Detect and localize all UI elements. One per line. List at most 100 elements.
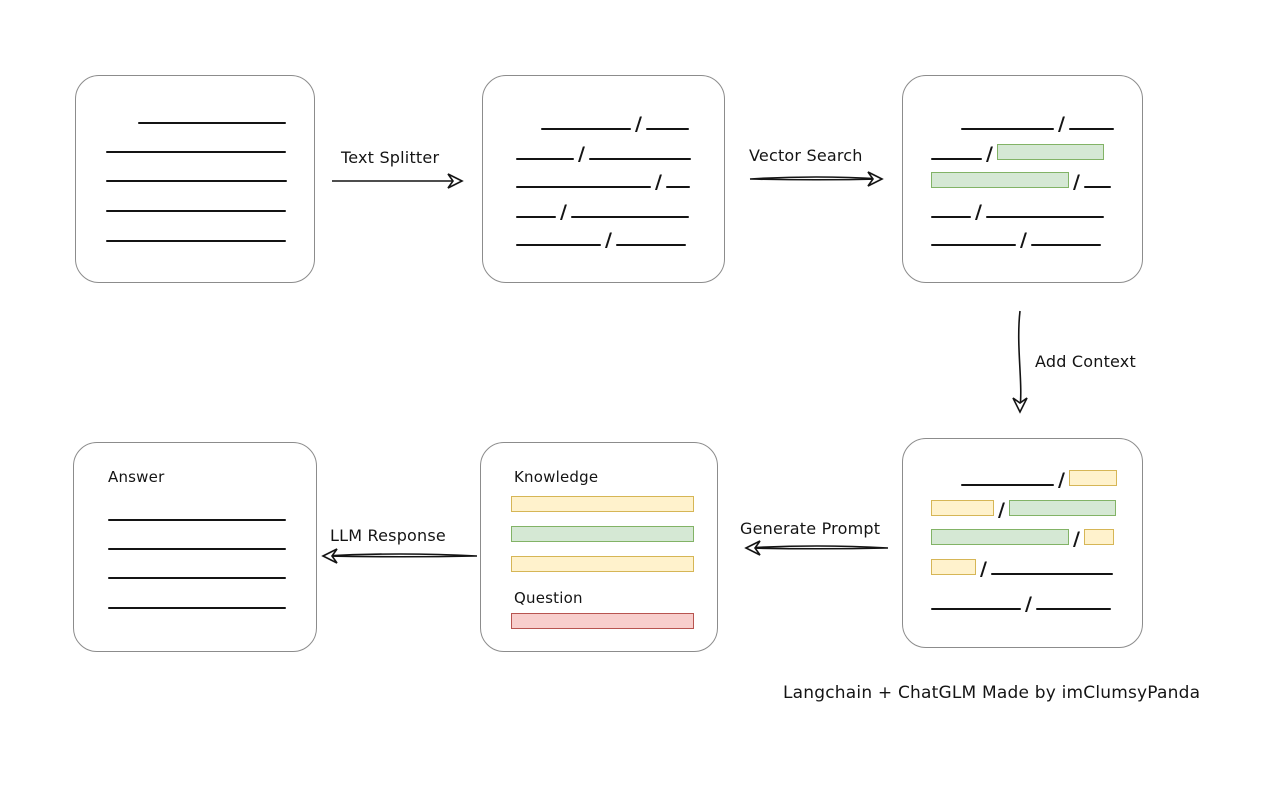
text-line-segment — [516, 244, 601, 246]
text-line-segment — [588, 158, 691, 160]
text-line-row: / — [961, 112, 1114, 134]
chunk-bar-red — [511, 613, 694, 629]
label-llm-response: LLM Response — [330, 526, 446, 545]
arrow-generate-prompt — [744, 540, 889, 556]
text-line-row — [108, 532, 286, 550]
text-line-segment — [108, 548, 286, 550]
chunk-bar-yellow — [931, 559, 976, 575]
slash-separator: / — [578, 143, 585, 165]
label-add-context: Add Context — [1035, 352, 1136, 371]
text-line-segment — [106, 240, 286, 242]
slash-separator: / — [1058, 113, 1065, 135]
text-line-row: / — [931, 527, 1114, 549]
arrow-body-add-context — [1017, 310, 1022, 409]
chunk-bar-green — [511, 526, 694, 542]
slash-separator: / — [1025, 593, 1032, 615]
text-line-segment — [961, 484, 1054, 486]
slash-separator: / — [1020, 229, 1027, 251]
slash-separator: / — [986, 143, 993, 165]
arrow-vector-search — [749, 171, 884, 187]
label-vector-search: Vector Search — [749, 146, 863, 165]
arrowhead-icon — [744, 540, 761, 556]
text-line-row: / — [931, 557, 1113, 579]
chunk-bar-green — [931, 529, 1069, 545]
arrow-text-splitter — [332, 173, 464, 189]
text-line-row: / — [516, 142, 691, 164]
chunk-bar-green — [931, 172, 1069, 188]
node-answer: Answer — [73, 442, 317, 652]
text-line-segment — [108, 607, 286, 609]
text-line-row: Knowledge — [514, 468, 598, 486]
text-line-row — [138, 106, 286, 124]
text-line-segment — [541, 128, 631, 130]
text-line-row: Question — [514, 589, 583, 607]
chunk-bar-yellow — [1083, 529, 1114, 545]
arrow-body-generate-prompt — [745, 545, 889, 550]
text-line-row: Answer — [108, 468, 164, 486]
slash-separator: / — [998, 499, 1005, 521]
text-line-row — [511, 524, 694, 542]
slash-separator: / — [1073, 528, 1080, 550]
text-line-row — [511, 611, 694, 629]
text-line-row: / — [516, 200, 689, 222]
node-vector-search-results: / / / / / — [902, 75, 1143, 283]
chunk-bar-yellow — [511, 496, 694, 512]
arrowhead-icon — [1012, 397, 1028, 414]
slash-separator: / — [560, 201, 567, 223]
chunk-bar-yellow — [1068, 470, 1117, 486]
text-line-row: / — [931, 498, 1116, 520]
text-line-segment — [615, 244, 686, 246]
arrowhead-icon — [867, 171, 884, 187]
arrow-body-vector-search — [749, 176, 883, 181]
node-split-chunks: / / / / / — [482, 75, 725, 283]
text-line-row: / — [961, 468, 1117, 490]
chunk-bar-yellow — [511, 556, 694, 572]
text-line-row — [106, 135, 286, 153]
text-line-segment — [1030, 244, 1101, 246]
text-line-row — [511, 554, 694, 572]
text-line-row — [511, 494, 694, 512]
text-line-row: / — [931, 170, 1111, 192]
chunk-bar-green — [996, 144, 1104, 160]
text-line-segment — [516, 158, 574, 160]
node-source-document — [75, 75, 315, 283]
text-line-segment — [990, 573, 1113, 575]
text-line-segment — [931, 158, 982, 160]
text-line-segment — [931, 216, 971, 218]
text-line-segment — [570, 216, 689, 218]
text-line-segment — [106, 151, 286, 153]
text-line-segment — [516, 216, 556, 218]
text-line-segment — [106, 180, 287, 182]
node-context-chunks: / / / / / — [902, 438, 1143, 648]
arrowhead-icon — [321, 548, 338, 564]
text-line-segment — [138, 122, 286, 124]
text-line-row: / — [516, 228, 686, 250]
text-line-row: / — [516, 170, 690, 192]
text-line-row — [108, 561, 286, 579]
slash-separator: / — [635, 113, 642, 135]
chunk-bar-yellow — [931, 500, 994, 516]
text-line-row — [106, 164, 287, 182]
slash-separator: / — [655, 171, 662, 193]
text-line-segment — [931, 608, 1021, 610]
text-line-row: / — [541, 112, 689, 134]
text-line-row: / — [931, 142, 1104, 164]
node-heading-answer: Answer — [108, 468, 165, 486]
text-line-row — [106, 224, 286, 242]
diagram-caption: Langchain + ChatGLM Made by imClumsyPand… — [783, 683, 1201, 703]
text-line-segment — [665, 186, 690, 188]
text-line-segment — [985, 216, 1104, 218]
text-line-segment — [516, 186, 651, 188]
arrow-add-context — [1012, 310, 1028, 414]
text-line-segment — [645, 128, 689, 130]
slash-separator: / — [1073, 171, 1080, 193]
text-line-segment — [108, 577, 286, 579]
slash-separator: / — [1058, 469, 1065, 491]
text-line-segment — [961, 128, 1054, 130]
text-line-row — [108, 503, 286, 521]
text-line-segment — [1035, 608, 1111, 610]
slash-separator: / — [975, 201, 982, 223]
label-generate-prompt: Generate Prompt — [740, 519, 881, 538]
